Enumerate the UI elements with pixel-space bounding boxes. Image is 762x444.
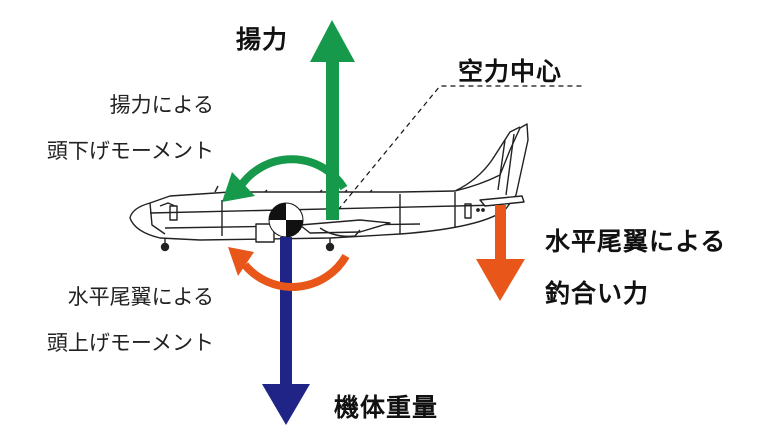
tail-force-label: 水平尾翼による 釣合い力 (545, 216, 726, 320)
lift-moment-label-line1: 揚力による (109, 93, 214, 117)
tail-moment-label: 水平尾翼による 頭上げモーメント (47, 274, 214, 366)
lift-label: 揚力 (236, 25, 289, 54)
tail-moment-label-line2: 頭上げモーメント (46, 331, 214, 355)
lift-moment-arc (222, 155, 348, 202)
aerodynamic-center-label: 空力中心 (458, 57, 563, 86)
center-of-gravity-icon (268, 202, 304, 238)
weight-arrow (262, 237, 310, 425)
tail-force-label-line1: 水平尾翼による (545, 227, 727, 256)
lift-moment-label: 揚力による 頭下げモーメント (47, 82, 214, 174)
tail-moment-arc (228, 247, 350, 291)
tail-force-arrow (476, 205, 525, 301)
lift-moment-label-line2: 頭下げモーメント (46, 139, 214, 163)
weight-label: 機体重量 (334, 393, 439, 422)
tail-moment-label-line1: 水平尾翼による (67, 285, 214, 309)
lift-arrow (310, 20, 355, 220)
tail-force-label-line2: 釣合い力 (545, 279, 650, 308)
